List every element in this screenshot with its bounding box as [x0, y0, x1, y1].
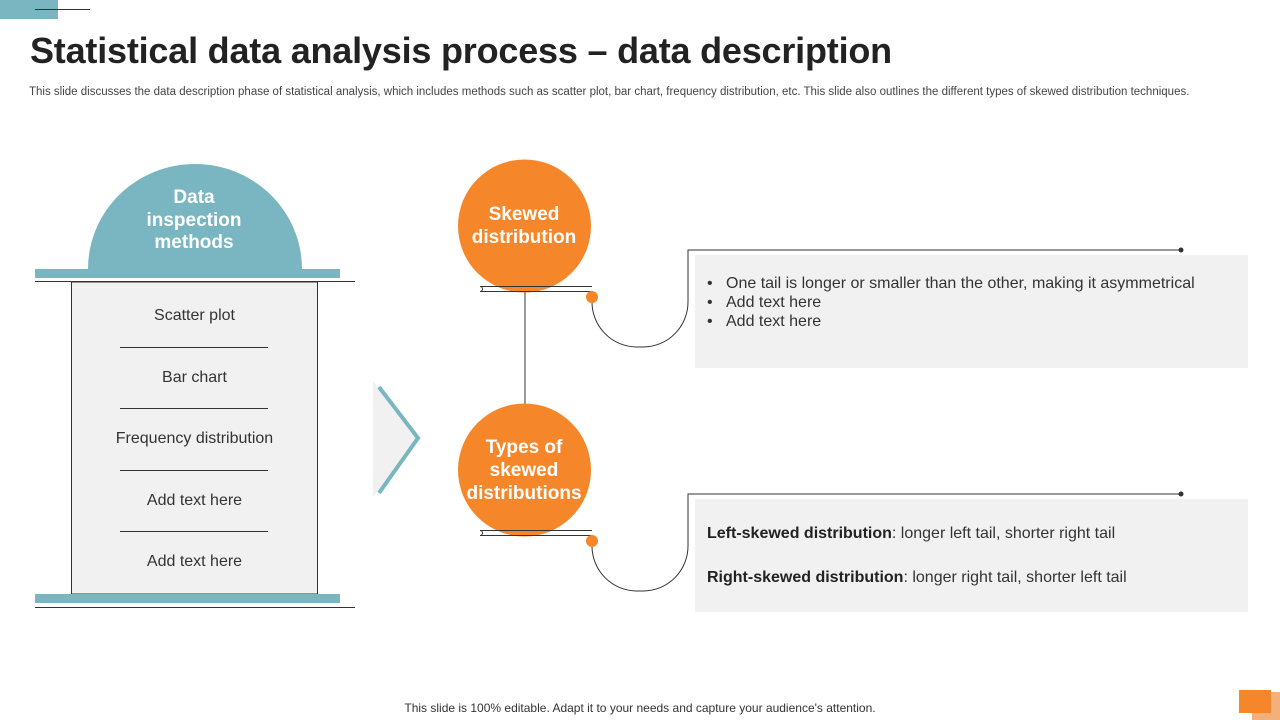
skewed-circle	[458, 159, 591, 293]
corner-accent-orange	[1239, 690, 1271, 713]
types-circle-label: Types of skewed distributions	[466, 437, 582, 504]
chevron-arrow	[373, 381, 420, 497]
bullet-item: Add text here	[707, 293, 1195, 312]
left-skew-desc: : longer left tail, shorter right tail	[891, 525, 1116, 542]
skewed-panel: One tail is longer or smaller than the o…	[695, 255, 1248, 368]
footer-note: This slide is 100% editable. Adapt it to…	[404, 701, 876, 715]
method-item: Add text here	[146, 553, 243, 570]
bullet-item: Add text here	[707, 312, 1195, 331]
method-item: Scatter plot	[154, 307, 235, 324]
types-connector-end-dot	[1178, 491, 1184, 497]
method-item: Bar chart	[162, 369, 227, 386]
left-skew-term: Left-skewed distribution	[707, 525, 892, 542]
method-item: Add text here	[146, 492, 243, 509]
skewed-circle-label: Skewed distribution	[471, 204, 577, 248]
types-connector-dot	[586, 535, 598, 547]
corner-accent-block	[0, 0, 58, 19]
skewed-connector-ledge	[479, 286, 592, 292]
types-connector-ledge	[479, 530, 592, 536]
methods-dome	[88, 164, 302, 269]
methods-bottom-bar	[35, 594, 340, 603]
types-panel: Left-skewed distribution: longer left ta…	[695, 499, 1248, 612]
left-skew-row: Left-skewed distribution: longer left ta…	[707, 525, 1115, 543]
bullet-item: One tail is longer or smaller than the o…	[707, 274, 1195, 293]
skewed-connector-dot	[586, 291, 598, 303]
methods-top-bar	[35, 269, 340, 278]
methods-heading: Data inspection methods	[146, 187, 242, 253]
page-title: Statistical data analysis process – data…	[30, 30, 892, 71]
skewed-connector-curve	[591, 249, 1181, 348]
corner-accent-line	[35, 9, 90, 10]
right-skew-term: Right-skewed distribution	[707, 569, 904, 586]
right-skew-row: Right-skewed distribution: longer right …	[707, 569, 1127, 587]
chevron-arrow-stroke	[377, 385, 421, 495]
page-subtitle: This slide discusses the data descriptio…	[29, 86, 1190, 98]
right-skew-desc: : longer right tail, shorter left tail	[903, 569, 1127, 586]
types-connector-curve	[591, 493, 1181, 592]
method-item: Frequency distribution	[115, 430, 274, 447]
skewed-connector-end-dot	[1178, 247, 1184, 253]
skewed-bullets: One tail is longer or smaller than the o…	[707, 274, 1195, 331]
types-circle	[458, 403, 591, 537]
